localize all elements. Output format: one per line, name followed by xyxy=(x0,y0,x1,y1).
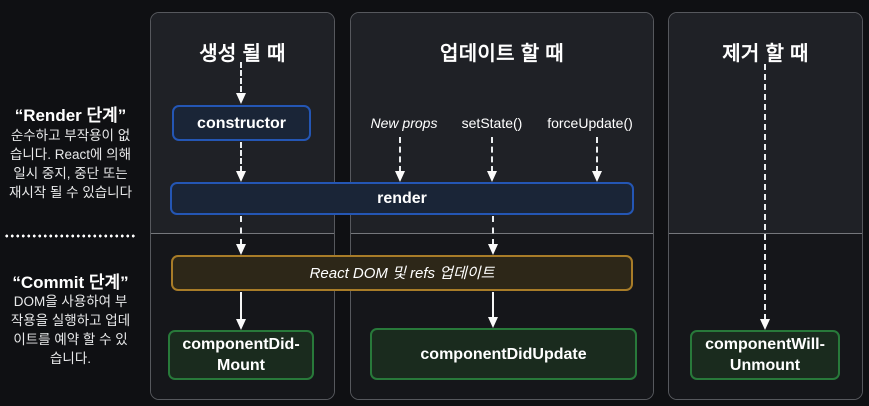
arrowhead-icon xyxy=(236,319,246,330)
render-phase-title: “Render 단계” xyxy=(14,106,127,125)
node-constructor-label: constructor xyxy=(197,114,286,132)
node-component-will-unmount-line2: Unmount xyxy=(729,357,801,374)
render-phase-description: 순수하고 부작용이 없 습니다. React에 의해 일시 중지, 중단 또는 … xyxy=(8,128,133,200)
arrow-header-to-will-unmount xyxy=(764,64,766,320)
node-render-label: render xyxy=(377,190,427,207)
column-header-mount: 생성 될 때 xyxy=(199,43,286,65)
arrowhead-icon xyxy=(236,171,246,182)
arrowhead-icon xyxy=(395,171,405,182)
arrow-constructor-to-render xyxy=(240,142,242,172)
arrowhead-icon xyxy=(592,171,602,182)
node-component-will-unmount-line1: componentWill- xyxy=(705,336,825,353)
node-react-dom-update[interactable]: React DOM 및 refs 업데이트 xyxy=(171,255,633,291)
node-component-did-mount-line2: Mount xyxy=(217,357,265,374)
arrow-render-to-dom-update-mount xyxy=(240,216,242,245)
node-component-did-update-label: componentDidUpdate xyxy=(420,345,587,363)
arrow-new-props-to-render xyxy=(399,137,401,172)
trigger-label-forceupdate: forceUpdate() xyxy=(547,115,633,131)
trigger-label-setstate: setState() xyxy=(461,115,523,131)
node-constructor[interactable]: constructor xyxy=(172,105,311,141)
arrowhead-icon xyxy=(488,317,498,328)
node-component-will-unmount[interactable]: componentWill- Unmount xyxy=(690,330,840,380)
arrowhead-icon xyxy=(487,171,497,182)
node-react-dom-update-label: React DOM 및 refs 업데이트 xyxy=(309,264,495,282)
arrow-setstate-to-render xyxy=(491,137,493,172)
arrow-dom-update-to-did-mount xyxy=(240,292,242,320)
arrow-forceupdate-to-render xyxy=(596,137,598,172)
commit-phase-title: “Commit 단계” xyxy=(12,273,129,292)
arrow-dom-update-to-did-update xyxy=(492,292,494,318)
column-header-update: 업데이트 할 때 xyxy=(440,43,564,65)
arrowhead-icon xyxy=(236,93,246,104)
column-header-unmount: 제거 할 때 xyxy=(722,43,809,65)
arrow-render-to-dom-update-update xyxy=(492,216,494,245)
arrowhead-icon xyxy=(488,244,498,255)
phase-divider-dotted-line xyxy=(4,234,137,238)
node-component-did-update[interactable]: componentDidUpdate xyxy=(370,328,637,380)
arrow-header-to-constructor xyxy=(240,62,242,92)
node-render[interactable]: render xyxy=(170,182,634,215)
node-component-did-mount-line1: componentDid- xyxy=(182,336,300,353)
trigger-label-new-props: New props xyxy=(370,115,438,131)
commit-phase-description: DOM을 사용하여 부 작용을 실행하고 업데 이트를 예약 할 수 있 습니다… xyxy=(10,294,131,366)
arrowhead-icon xyxy=(760,319,770,330)
arrowhead-icon xyxy=(236,244,246,255)
node-component-did-mount[interactable]: componentDid- Mount xyxy=(168,330,314,380)
